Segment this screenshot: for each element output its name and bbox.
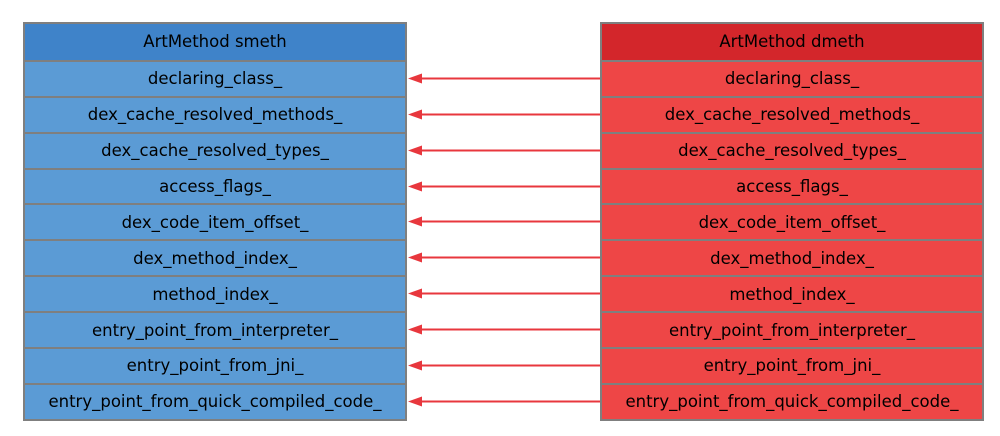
- dmeth-field-dex-cache-resolved-types: dex_cache_resolved_types_: [602, 131, 982, 168]
- dmeth-field-entry-point-from-interpreter: entry_point_from_interpreter_: [602, 311, 982, 348]
- smeth-field-declaring-class: declaring_class_: [25, 59, 405, 96]
- dmeth-field-entry-point-from-jni: entry_point_from_jni_: [602, 347, 982, 383]
- smeth-field-dex-cache-resolved-methods: dex_cache_resolved_methods_: [25, 95, 405, 132]
- smeth-field-access-flags: access_flags_: [25, 167, 405, 204]
- arrow-dex-code-item-offset: [408, 216, 600, 227]
- dmeth-struct: ArtMethod dmeth declaring_class_ dex_cac…: [600, 22, 984, 421]
- smeth-struct: ArtMethod smeth declaring_class_ dex_cac…: [23, 22, 407, 421]
- smeth-field-entry-point-from-interpreter: entry_point_from_interpreter_: [25, 311, 405, 348]
- dmeth-field-dex-cache-resolved-methods: dex_cache_resolved_methods_: [602, 95, 982, 132]
- arrow-entry-point-from-quick-compiled-code: [408, 396, 600, 407]
- arrow-access-flags: [408, 181, 600, 192]
- arrow-dex-cache-resolved-methods: [408, 109, 600, 120]
- dmeth-title: ArtMethod dmeth: [602, 24, 982, 60]
- smeth-field-entry-point-from-quick-compiled-code: entry_point_from_quick_compiled_code_: [25, 382, 405, 419]
- arrow-entry-point-from-interpreter: [408, 324, 600, 335]
- dmeth-field-declaring-class: declaring_class_: [602, 59, 982, 96]
- arrow-dex-cache-resolved-types: [408, 145, 600, 156]
- smeth-title: ArtMethod smeth: [25, 24, 405, 60]
- arrow-dex-method-index: [408, 252, 600, 263]
- dmeth-field-entry-point-from-quick-compiled-code: entry_point_from_quick_compiled_code_: [602, 382, 982, 419]
- smeth-field-method-index: method_index_: [25, 275, 405, 312]
- smeth-field-dex-code-item-offset: dex_code_item_offset_: [25, 203, 405, 240]
- arrow-method-index: [408, 288, 600, 299]
- dmeth-field-dex-code-item-offset: dex_code_item_offset_: [602, 203, 982, 240]
- smeth-field-dex-method-index: dex_method_index_: [25, 239, 405, 276]
- dmeth-field-dex-method-index: dex_method_index_: [602, 239, 982, 276]
- dmeth-field-access-flags: access_flags_: [602, 167, 982, 204]
- dmeth-field-method-index: method_index_: [602, 275, 982, 312]
- smeth-field-entry-point-from-jni: entry_point_from_jni_: [25, 347, 405, 383]
- smeth-field-dex-cache-resolved-types: dex_cache_resolved_types_: [25, 131, 405, 168]
- arrow-declaring-class: [408, 73, 600, 84]
- arrow-entry-point-from-jni: [408, 360, 600, 371]
